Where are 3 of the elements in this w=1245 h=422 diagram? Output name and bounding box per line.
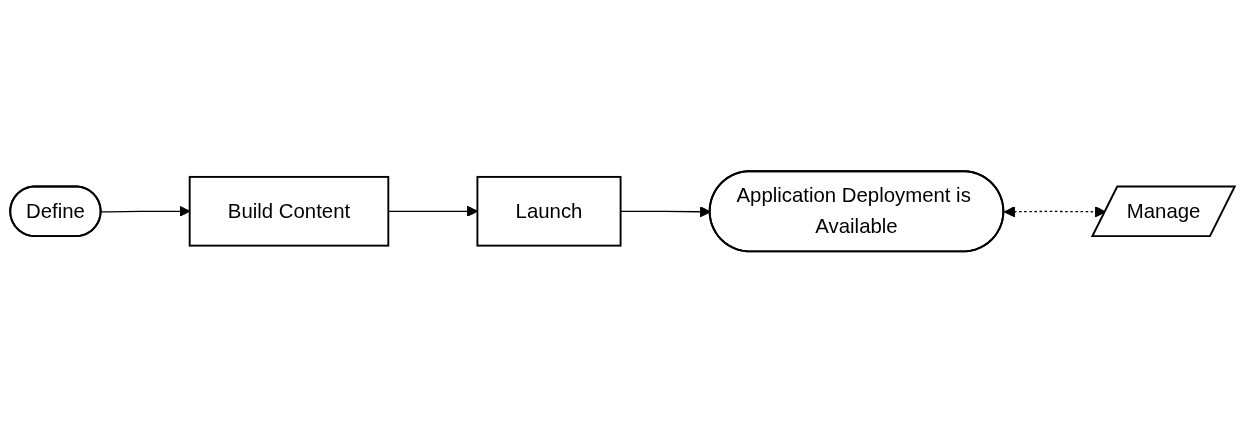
- node-box: Build Content: [188, 175, 390, 247]
- node-box: Launch: [476, 175, 622, 247]
- arrow: [1003, 205, 1106, 218]
